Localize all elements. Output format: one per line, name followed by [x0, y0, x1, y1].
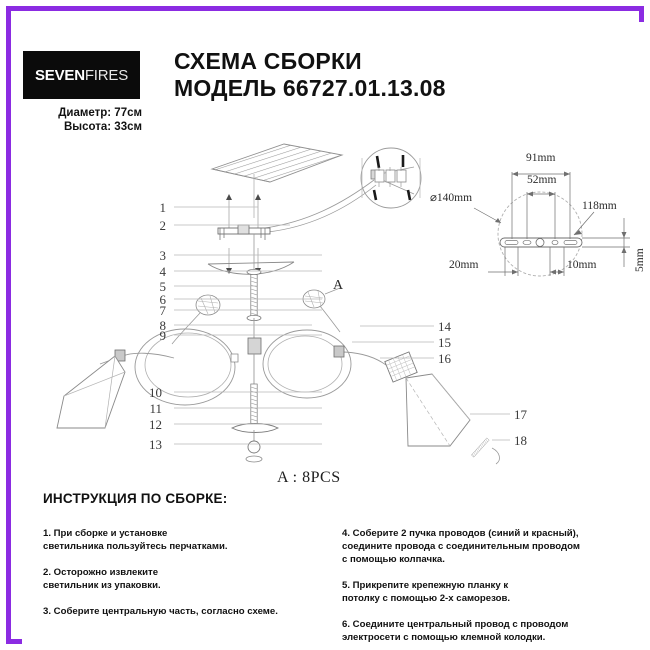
callout-17: 17: [514, 407, 527, 422]
title-line-1: СХЕМА СБОРКИ: [174, 48, 362, 74]
socket-body-right: [384, 351, 418, 383]
title-line-2: МОДЕЛЬ 66727.01.13.08: [174, 75, 446, 101]
callout-18: 18: [514, 433, 527, 448]
page-title: СХЕМА СБОРКИ МОДЕЛЬ 66727.01.13.08: [174, 48, 446, 102]
instruction-step-4: 4. Соберите 2 пучка проводов (синий и кр…: [342, 528, 580, 565]
central-rod: [246, 234, 262, 340]
lamp-shade-left: [56, 355, 126, 429]
callout-6: 6: [159, 292, 167, 307]
wire-connector-node: [370, 169, 381, 180]
canopy: [207, 261, 295, 275]
purple-border-frame: SEVENFIRES Диаметр: 77см Высота: 33см СХ…: [6, 6, 650, 650]
shade-ring-right: [262, 329, 352, 399]
instruction-step-3: 3. Соберите центральную часть, согласно …: [43, 606, 278, 617]
callout-14: 14: [438, 319, 451, 334]
callout-7: 7: [159, 303, 167, 318]
instructions-column-right: 4. Соберите 2 пучка проводов (синий и кр…: [342, 527, 642, 644]
socket-right: [302, 287, 341, 333]
spec-height: Высота: 33см: [63, 121, 142, 133]
ceiling-slab: [210, 143, 344, 183]
instructions-heading: ИНСТРУКЦИЯ ПО СБОРКЕ:: [43, 491, 228, 506]
central-hub: [247, 337, 262, 384]
callout-5: 5: [159, 279, 167, 294]
callout-8: 8: [159, 318, 167, 333]
callout-9: 9: [159, 328, 167, 343]
dim-diameter: ⌀140mm: [430, 192, 473, 204]
shade-screw-bottom: [471, 437, 500, 465]
lamp-shade-right: [405, 373, 471, 447]
lower-rod-assembly: [230, 383, 280, 463]
callout-13: 13: [149, 437, 162, 452]
bracket-dimension-detail: [473, 171, 630, 277]
lamp-arm-left: [99, 349, 175, 365]
callout-11: 11: [149, 401, 162, 416]
ceiling-screws: [226, 194, 261, 274]
part-quantity-label: A : 8PCS: [277, 469, 341, 486]
dim-slot-right: 10mm: [567, 259, 597, 271]
terminal-block-detail: [360, 147, 422, 209]
dim-span-outer: 91mm: [526, 152, 556, 164]
dim-thickness: 5mm: [634, 248, 646, 272]
spec-diameter: Диаметр: 77см: [58, 107, 142, 119]
callout-1: 1: [159, 200, 167, 215]
callout-16: 16: [438, 351, 451, 366]
leader-lines-left: [174, 206, 322, 445]
callout-15: 15: [438, 335, 451, 350]
brand-logo-text: SEVENFIRES: [35, 67, 128, 84]
callout-4: 4: [159, 264, 167, 279]
brand-logo: SEVENFIRES: [23, 51, 140, 99]
socket-left: [171, 294, 221, 345]
lamp-arm-right: [333, 345, 418, 383]
callout-12: 12: [149, 417, 162, 432]
callout-10: 10: [149, 385, 162, 400]
leader-lines-right: [352, 325, 510, 441]
product-specs: Диаметр: 77см Высота: 33см: [22, 106, 142, 134]
part-marker-a: A: [333, 278, 344, 293]
callout-3: 3: [159, 248, 167, 263]
instruction-step-6: 6. Соедините центральный провод с провод…: [342, 619, 569, 643]
dim-slot-left: 20mm: [449, 259, 479, 271]
sheet-content: SEVENFIRES Диаметр: 77см Высота: 33см СХ…: [22, 22, 650, 650]
callout-2: 2: [159, 218, 167, 233]
logo-light-part: FIRES: [84, 66, 129, 84]
logo-bold-part: SEVEN: [34, 66, 85, 84]
dim-span-inner: 52mm: [527, 174, 557, 186]
dim-plate-length: 118mm: [582, 200, 617, 212]
mounting-bracket: [217, 224, 271, 240]
